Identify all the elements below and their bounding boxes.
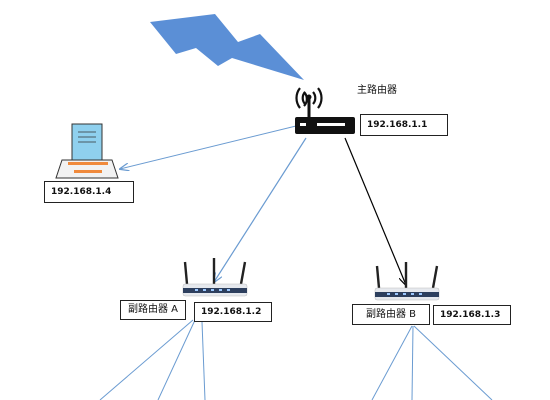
sub-router-b-label: 副路由器 B <box>352 304 430 325</box>
link-router-a-out-1 <box>99 319 194 400</box>
link-router-b-out-3 <box>413 325 493 400</box>
sub-router-b-ip: 192.168.1.3 <box>433 305 511 325</box>
antenna-router-icon <box>374 262 440 301</box>
link-main-to-router-a <box>214 137 307 282</box>
wireless-router-icon <box>295 87 355 134</box>
link-router-b-out-1 <box>371 325 413 400</box>
link-router-a-out-3 <box>201 321 206 400</box>
connection-lines <box>99 125 493 400</box>
sub-router-a-ip: 192.168.1.2 <box>194 302 272 322</box>
main-router-label: 主路由器 <box>357 85 397 96</box>
link-router-b-out-2 <box>411 325 414 400</box>
printer-icon <box>55 123 119 179</box>
main-router-ip: 192.168.1.1 <box>360 114 448 136</box>
printer-ip: 192.168.1.4 <box>44 181 134 203</box>
lightning-icon <box>150 14 304 80</box>
antenna-router-icon <box>182 258 248 297</box>
link-router-a-out-2 <box>157 319 196 400</box>
link-main-to-printer <box>120 125 297 169</box>
sub-router-a-label: 副路由器 A <box>120 300 186 320</box>
link-main-to-router-b <box>344 137 406 285</box>
